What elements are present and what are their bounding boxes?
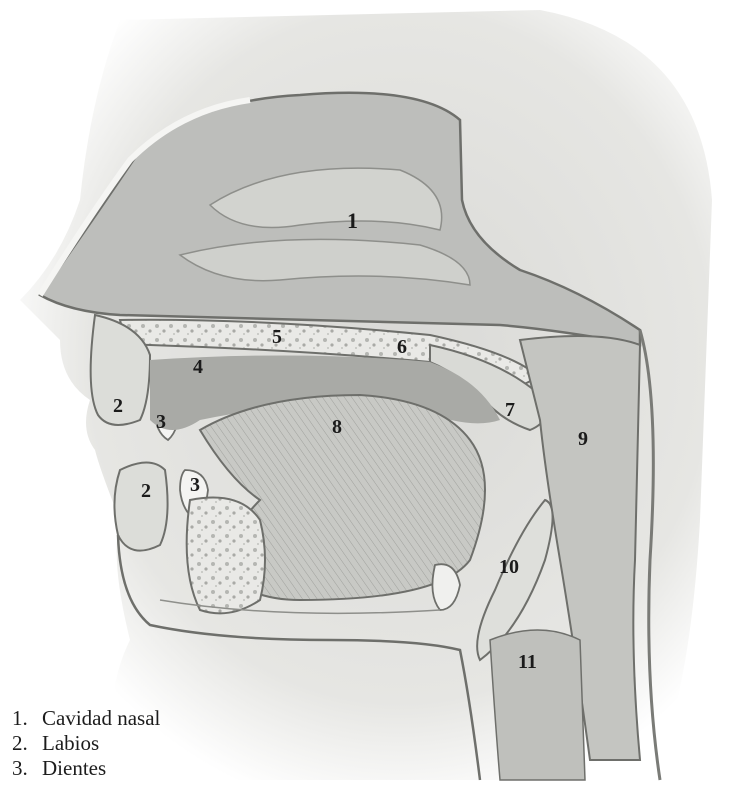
legend-index: 2. bbox=[12, 731, 42, 756]
label-pharynx: 9 bbox=[578, 428, 588, 450]
legend-label: Labios bbox=[42, 731, 99, 756]
legend-row: 1. Cavidad nasal bbox=[12, 706, 272, 731]
label-larynx: 11 bbox=[518, 651, 537, 673]
legend: 1. Cavidad nasal 2. Labios 3. Dientes bbox=[12, 706, 272, 785]
lower-lip-region bbox=[114, 463, 167, 551]
label-uvula: 7 bbox=[505, 399, 515, 421]
legend-label: Cavidad nasal bbox=[42, 706, 160, 731]
label-upper-lip: 2 bbox=[113, 395, 123, 417]
label-nasal-cavity: 1 bbox=[347, 208, 358, 233]
label-alveolar-ridge: 4 bbox=[193, 356, 203, 378]
mandible-bone bbox=[187, 498, 265, 614]
label-lower-teeth: 3 bbox=[190, 474, 200, 496]
legend-row: 2. Labios bbox=[12, 731, 272, 756]
label-upper-teeth: 3 bbox=[156, 411, 166, 433]
legend-row: 3. Dientes bbox=[12, 756, 272, 781]
legend-label: Dientes bbox=[42, 756, 106, 781]
label-hard-palate: 5 bbox=[272, 326, 282, 348]
legend-index: 1. bbox=[12, 706, 42, 731]
label-lower-lip: 2 bbox=[141, 480, 151, 502]
label-tongue: 8 bbox=[332, 416, 342, 438]
legend-index: 3. bbox=[12, 756, 42, 781]
label-soft-palate: 6 bbox=[397, 336, 407, 358]
label-epiglottis: 10 bbox=[499, 556, 519, 578]
larynx-region bbox=[490, 630, 585, 780]
